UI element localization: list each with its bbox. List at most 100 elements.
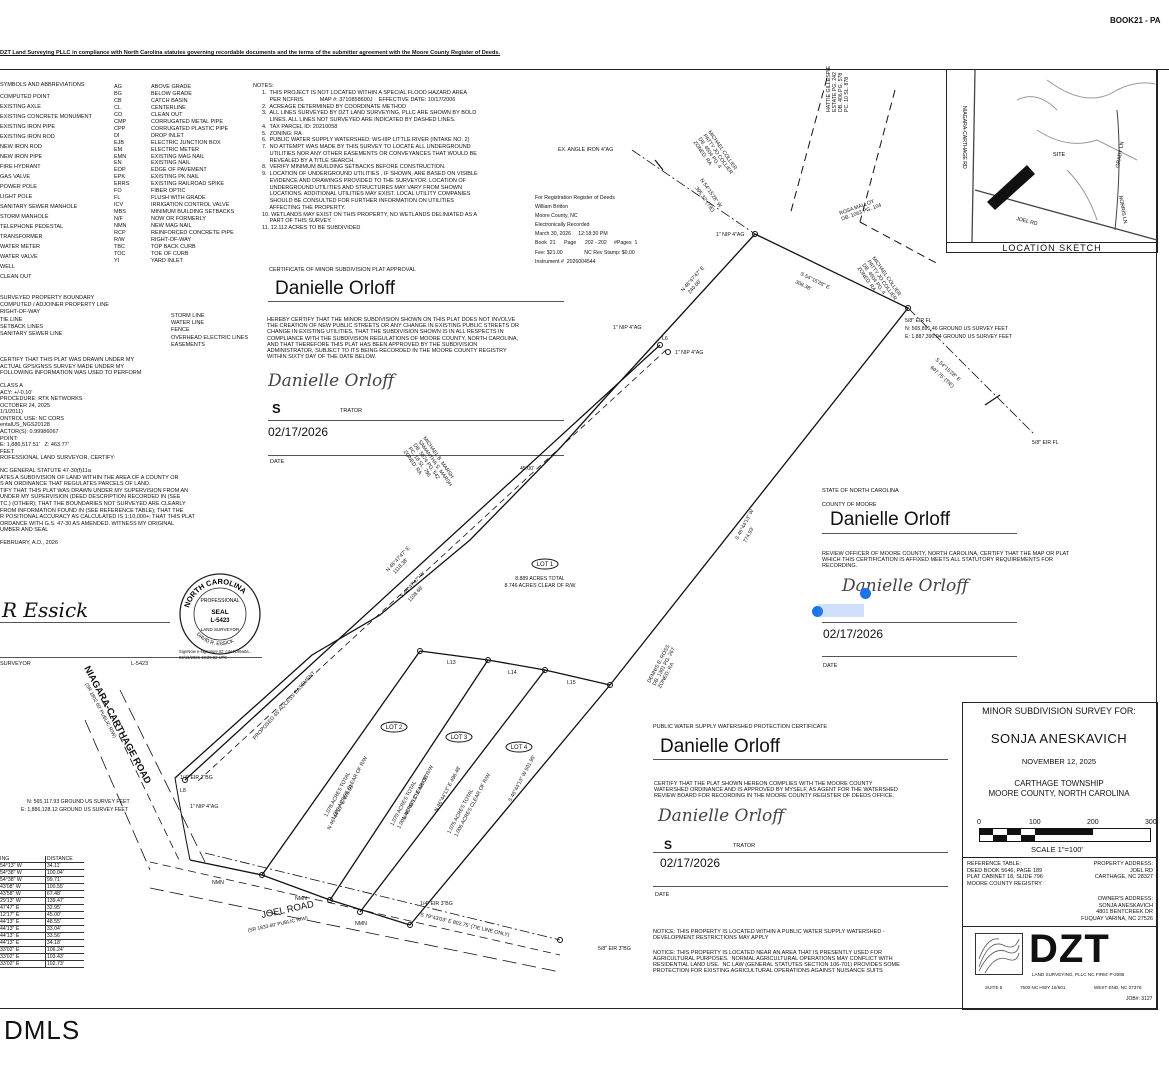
registration-line: William Britton <box>535 204 569 211</box>
line-table-bearing: 43'58" W <box>0 891 21 897</box>
firm-logo: DZT <box>1029 927 1110 971</box>
notes-title: NOTES: <box>253 83 274 89</box>
registration-line: Book 21 Page 202 - 202 #Pages 1 <box>535 240 638 247</box>
line-type-item: RIGHT-OF-WAY <box>0 309 41 316</box>
firm-street: 7500 NC HWY 15/501 <box>1020 985 1066 990</box>
line-table-distance: 34.11' <box>44 863 84 869</box>
line-table-distance: 33.56' <box>44 933 84 939</box>
line-table-distance: 100.55' <box>44 884 84 890</box>
county-signer-line <box>822 533 1017 534</box>
line-type-item: OVERHEAD ELECTRIC LINES <box>171 334 249 341</box>
line-table-bearing: 33'02" E <box>0 954 20 960</box>
surveyor-cert-line: ATES A SUBDIVISION OF LAND WITHIN THE AR… <box>0 474 179 481</box>
label-nip-2: 1" NIP 4"AG <box>716 232 744 238</box>
legend-abbr-code: CPP <box>114 125 126 132</box>
label-eir-3: 1/4" EIR 2"BG <box>180 775 213 781</box>
parcel-collier-2: MICHAEL COLLIERPATTY JO COLLIERDB. 4504 … <box>856 256 903 309</box>
sketch-site-label: SITE <box>1053 152 1066 158</box>
county-name: COUNTY OF MOORE <box>822 502 877 508</box>
legend-abbr-meaning: ELECTRIC JUNCTION BOX <box>151 139 221 146</box>
note-line: UNDERGROUND UTILITIES AND STRUCTURES MAY… <box>262 184 462 191</box>
title-block-sep-2 <box>962 926 1156 927</box>
label-45ft: 45.00' <box>520 466 534 472</box>
note-line: 8. VERIFY MINIMUM BUILDING SETBACKS BEFO… <box>262 164 446 171</box>
line-type-item: SANITARY SEWER LINE <box>0 331 63 338</box>
label-angle-iron: EX. ANGLE IRON 4"AG <box>558 147 613 153</box>
minor-cert-signer: Danielle Orloff <box>275 278 396 299</box>
lot2-clear: 1.009 ACRES CLEAR OF R/W <box>330 755 369 821</box>
surveyor-license: L-5423 <box>131 661 149 667</box>
county-review-signature: Danielle Orloff <box>842 576 969 596</box>
sketch-road-grady: GRADY LN <box>1115 141 1126 168</box>
surveyor-cert-line: S AN ORDINANCE THAT REGULATES PARCELS OF… <box>0 481 151 488</box>
parcel-gillespie: HATTIE GILLESPIEESTATE PG. 242DB. 406 PG… <box>826 65 850 112</box>
watershed-notice-line: DEVELOPMENT RESTRICTIONS MAY APPLY <box>653 935 769 941</box>
county-review-line: WHICH THIS CERTIFICATION IS AFFIXED MEET… <box>822 557 1053 563</box>
tick-nw <box>654 159 664 171</box>
surveyor-cert-line: ACTOR(S): 0.99986067 <box>0 429 59 436</box>
adjoiner-line-2 <box>859 89 896 223</box>
job-number: JOB#: 3127 <box>1126 996 1153 1002</box>
label-l15: L15 <box>567 680 576 686</box>
surveyor-cert-line: TIFY THAT THIS PLAT WAS DRAWN UNDER MY S… <box>0 487 189 494</box>
legend-title: SYMBOLS AND ABBREVIATIONS <box>0 82 85 88</box>
label-coord-e: E: 1,887,390.94 GROUND US SURVEY FEET <box>905 334 1013 340</box>
surveyor-cert-line: FROM INFORMATION FOUND IN (SEE REFERENCE… <box>0 507 184 514</box>
lot1-boundary <box>174 233 756 779</box>
surveyor-cert-line: FEBRUARY, A.D., 2026 <box>0 540 58 547</box>
parcel-line: PC. 10 SL. 878 <box>844 77 850 112</box>
surveyor-cert-line: UNDER MY SUPERVISION (DEED DESCRIPTION R… <box>0 494 181 501</box>
registration-line: Fee: $21.00 NC Rev Stamp: $0.00 <box>535 249 635 256</box>
minor-cert-signer-line <box>268 301 564 302</box>
surveyor-sign-line <box>0 622 170 623</box>
watermark: DMLS <box>4 1015 81 1045</box>
label-nmn-3: NMN <box>355 921 367 927</box>
lot2-3-line <box>261 650 421 876</box>
watershed-title: PUBLIC WATER SUPPLY WATERSHED PROTECTION… <box>653 724 828 730</box>
surveyor-cert-line: ONTROL USE: NC CORS <box>0 415 64 422</box>
surveyor-cert-line: FOLLOWING INFORMATION WAS USED TO PERFOR… <box>0 370 142 377</box>
minor-cert-line: WITHIN SIXTY DAY OF THE DATE BELOW. <box>267 354 377 361</box>
firm-suite: SUITE 5 <box>985 985 1003 990</box>
line-table-bearing: 54°38" W <box>0 870 22 876</box>
surveyor-cert: CERTIFY THAT THIS PLAT WAS DRAWN UNDER M… <box>0 357 195 547</box>
legend-item: WATER METER <box>0 244 41 250</box>
surveyor-signature: R Essick <box>2 598 89 622</box>
legend-abbr-meaning: REINFORCED CONCRETE PIPE <box>151 230 234 237</box>
watershed-date: 02/17/2026 <box>660 856 721 870</box>
parcel-marsh: MICHAEL B. MARSHSAMANTHA S. MARSHDB. 557… <box>402 436 458 499</box>
watershed-line: REVIEW BOARD FOR RECORDING IN THE MOORE … <box>654 793 894 799</box>
registration-line: Moore County, NC <box>535 213 578 220</box>
curb-curve <box>174 777 191 861</box>
lot2-name: LOT 2 <box>386 725 403 731</box>
owner-address-line: OWNER'S ADDRESS: <box>1097 896 1153 902</box>
line-table-bearing: 44'13" E <box>0 933 20 939</box>
watershed-notice-line: AGRICULTURAL PURPOSES. NORMAL AGRICULTUR… <box>653 956 893 962</box>
minor-cert-line: CHANGE IN EXISTING UTILITIES, THAT THE S… <box>267 329 504 336</box>
legend-abbr-meaning: TOE OF CURB <box>151 250 189 257</box>
legend-abbr-meaning: CLEAN OUT <box>151 111 183 118</box>
label-eir-1: 5/8" EIR FL <box>905 318 932 324</box>
selection-handle-start[interactable] <box>812 606 823 617</box>
label-eir-2: 5/8" EIR FL <box>1032 440 1059 446</box>
line-table-bearing: 54°38" W <box>0 877 22 883</box>
label-nip-4: 1" NIP 4"AG <box>190 804 218 810</box>
sheet-border-bottom <box>0 1008 1157 1009</box>
legend-abbr-code: NMN <box>114 223 127 230</box>
legend-item: NEW IRON ROD <box>0 144 42 150</box>
topo-logo-icon <box>975 933 1023 975</box>
registration-line: March 30, 2026 12:18:30 PM <box>535 231 608 238</box>
line-table-distance: 100.04' <box>44 870 84 876</box>
legend-abbr-code: ICV <box>114 202 124 209</box>
note-line: 4. TAX PARCEL ID: 20210058 <box>262 123 338 130</box>
label-eir-5: 5/8" EIR 3"BG <box>598 946 631 952</box>
selection-handle-end[interactable] <box>860 588 871 599</box>
line-table-distance: 102.73' <box>44 961 84 967</box>
parcel-line: HATTIE GILLESPIE <box>826 65 832 112</box>
reference-table: REFERENCE TABLE:DEED BOOK 5646, PAGE 189… <box>967 861 1043 887</box>
label-coord-e2: E: 1,886,128.12 GROUND US SURVEY FEET <box>21 807 129 813</box>
legend-abbr-meaning: YARD INLET <box>151 257 183 264</box>
line-type-item: EASEMENTS <box>171 341 205 348</box>
